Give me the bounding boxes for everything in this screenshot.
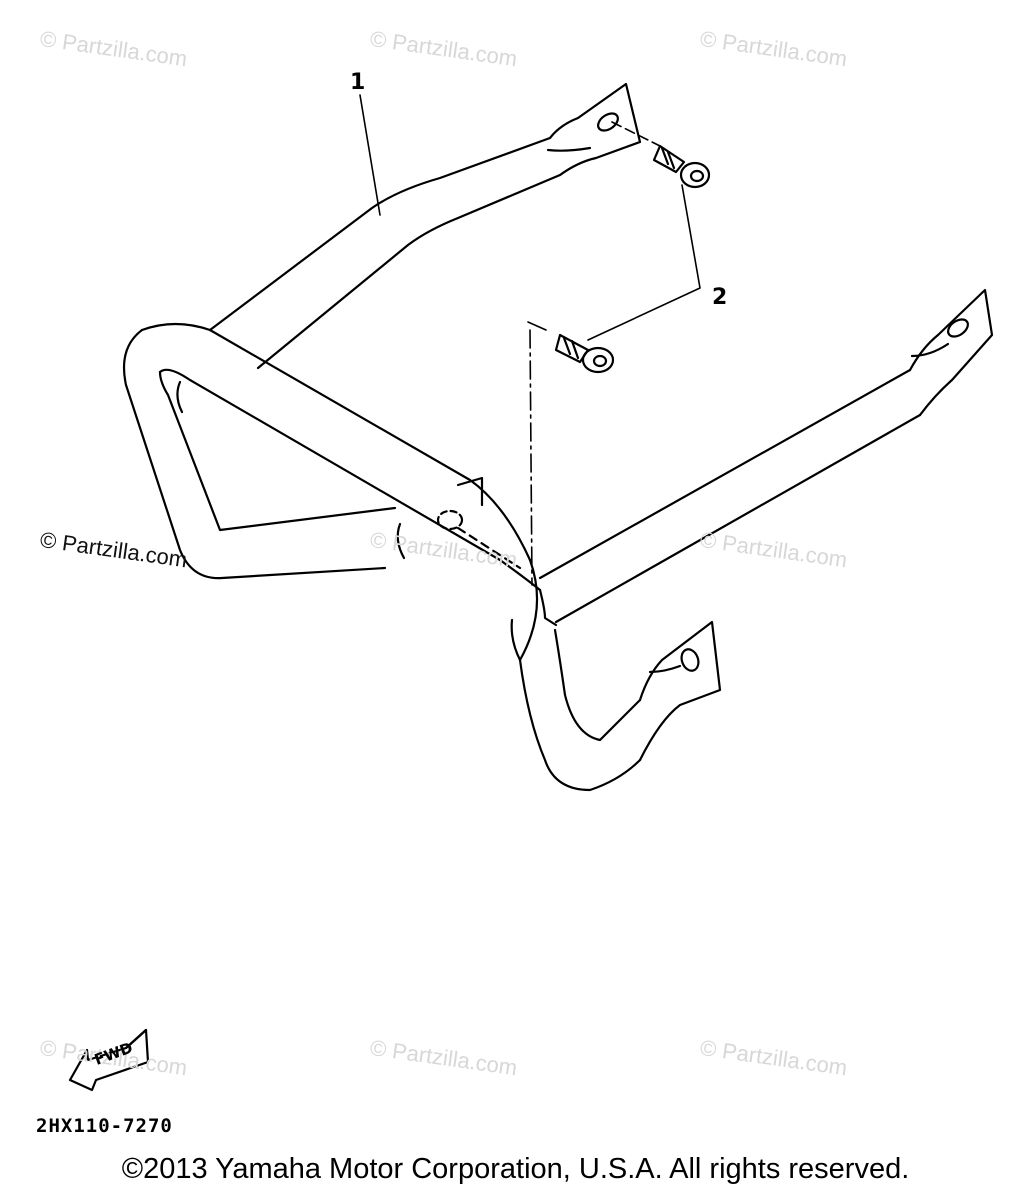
bottom-mount-tab <box>638 620 722 762</box>
diagram-code: 2HX110-7270 <box>36 1115 173 1137</box>
callout-part-2: 2 <box>712 285 728 310</box>
copyright-notice: ©2013 Yamaha Motor Corporation, U.S.A. A… <box>121 1153 910 1185</box>
side-rail <box>538 368 922 624</box>
rear-tube <box>208 136 562 370</box>
right-mount-tab <box>908 288 994 417</box>
bolt-upper <box>652 144 711 189</box>
leader-lines <box>359 94 701 586</box>
top-mount-tab <box>546 82 642 177</box>
guard-loop <box>122 322 542 592</box>
lower-bend <box>510 558 642 792</box>
fwd-arrow-icon <box>68 1028 150 1092</box>
callout-part-1: 1 <box>350 70 366 95</box>
bolt-lower <box>554 333 615 374</box>
